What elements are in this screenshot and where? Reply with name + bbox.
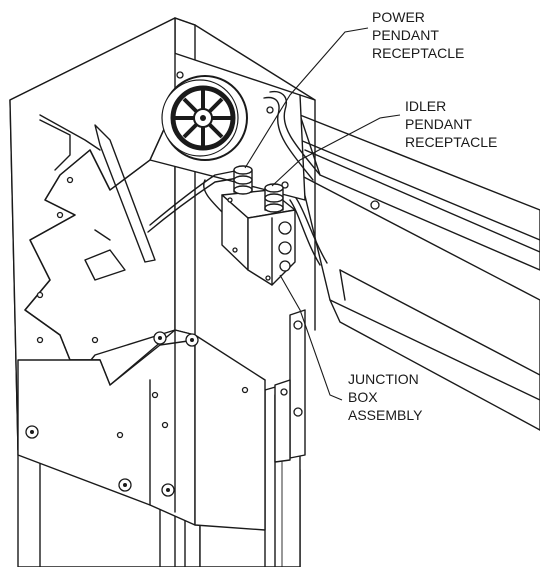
leader-lines	[244, 27, 401, 401]
power-label-line-1: POWER	[372, 9, 425, 25]
bolt-icon	[25, 331, 249, 497]
cable-icon	[147, 90, 328, 266]
power-label-line-2: PENDANT	[372, 27, 439, 43]
lower-front-face	[17, 329, 266, 531]
cutaway-panel	[9, 17, 176, 451]
callout-junction-box: JUNCTION BOX ASSEMBLY	[348, 371, 423, 423]
junction-box-icon	[221, 165, 296, 286]
callout-power-pendant: POWER PENDANT RECEPTACLE	[372, 9, 464, 61]
junction-label-line-3: ASSEMBLY	[348, 407, 423, 423]
callout-idler-pendant: IDLER PENDANT RECEPTACLE	[405, 98, 497, 150]
pulley-icon	[161, 71, 289, 189]
junction-label-line-1: JUNCTION	[348, 371, 419, 387]
right-bracket	[274, 309, 306, 463]
power-label-line-3: RECEPTACLE	[372, 45, 464, 61]
top-beam	[299, 114, 540, 431]
idler-label-line-1: IDLER	[405, 98, 446, 114]
junction-label-line-2: BOX	[348, 389, 378, 405]
idler-label-line-2: PENDANT	[405, 116, 472, 132]
idler-label-line-3: RECEPTACLE	[405, 134, 497, 150]
